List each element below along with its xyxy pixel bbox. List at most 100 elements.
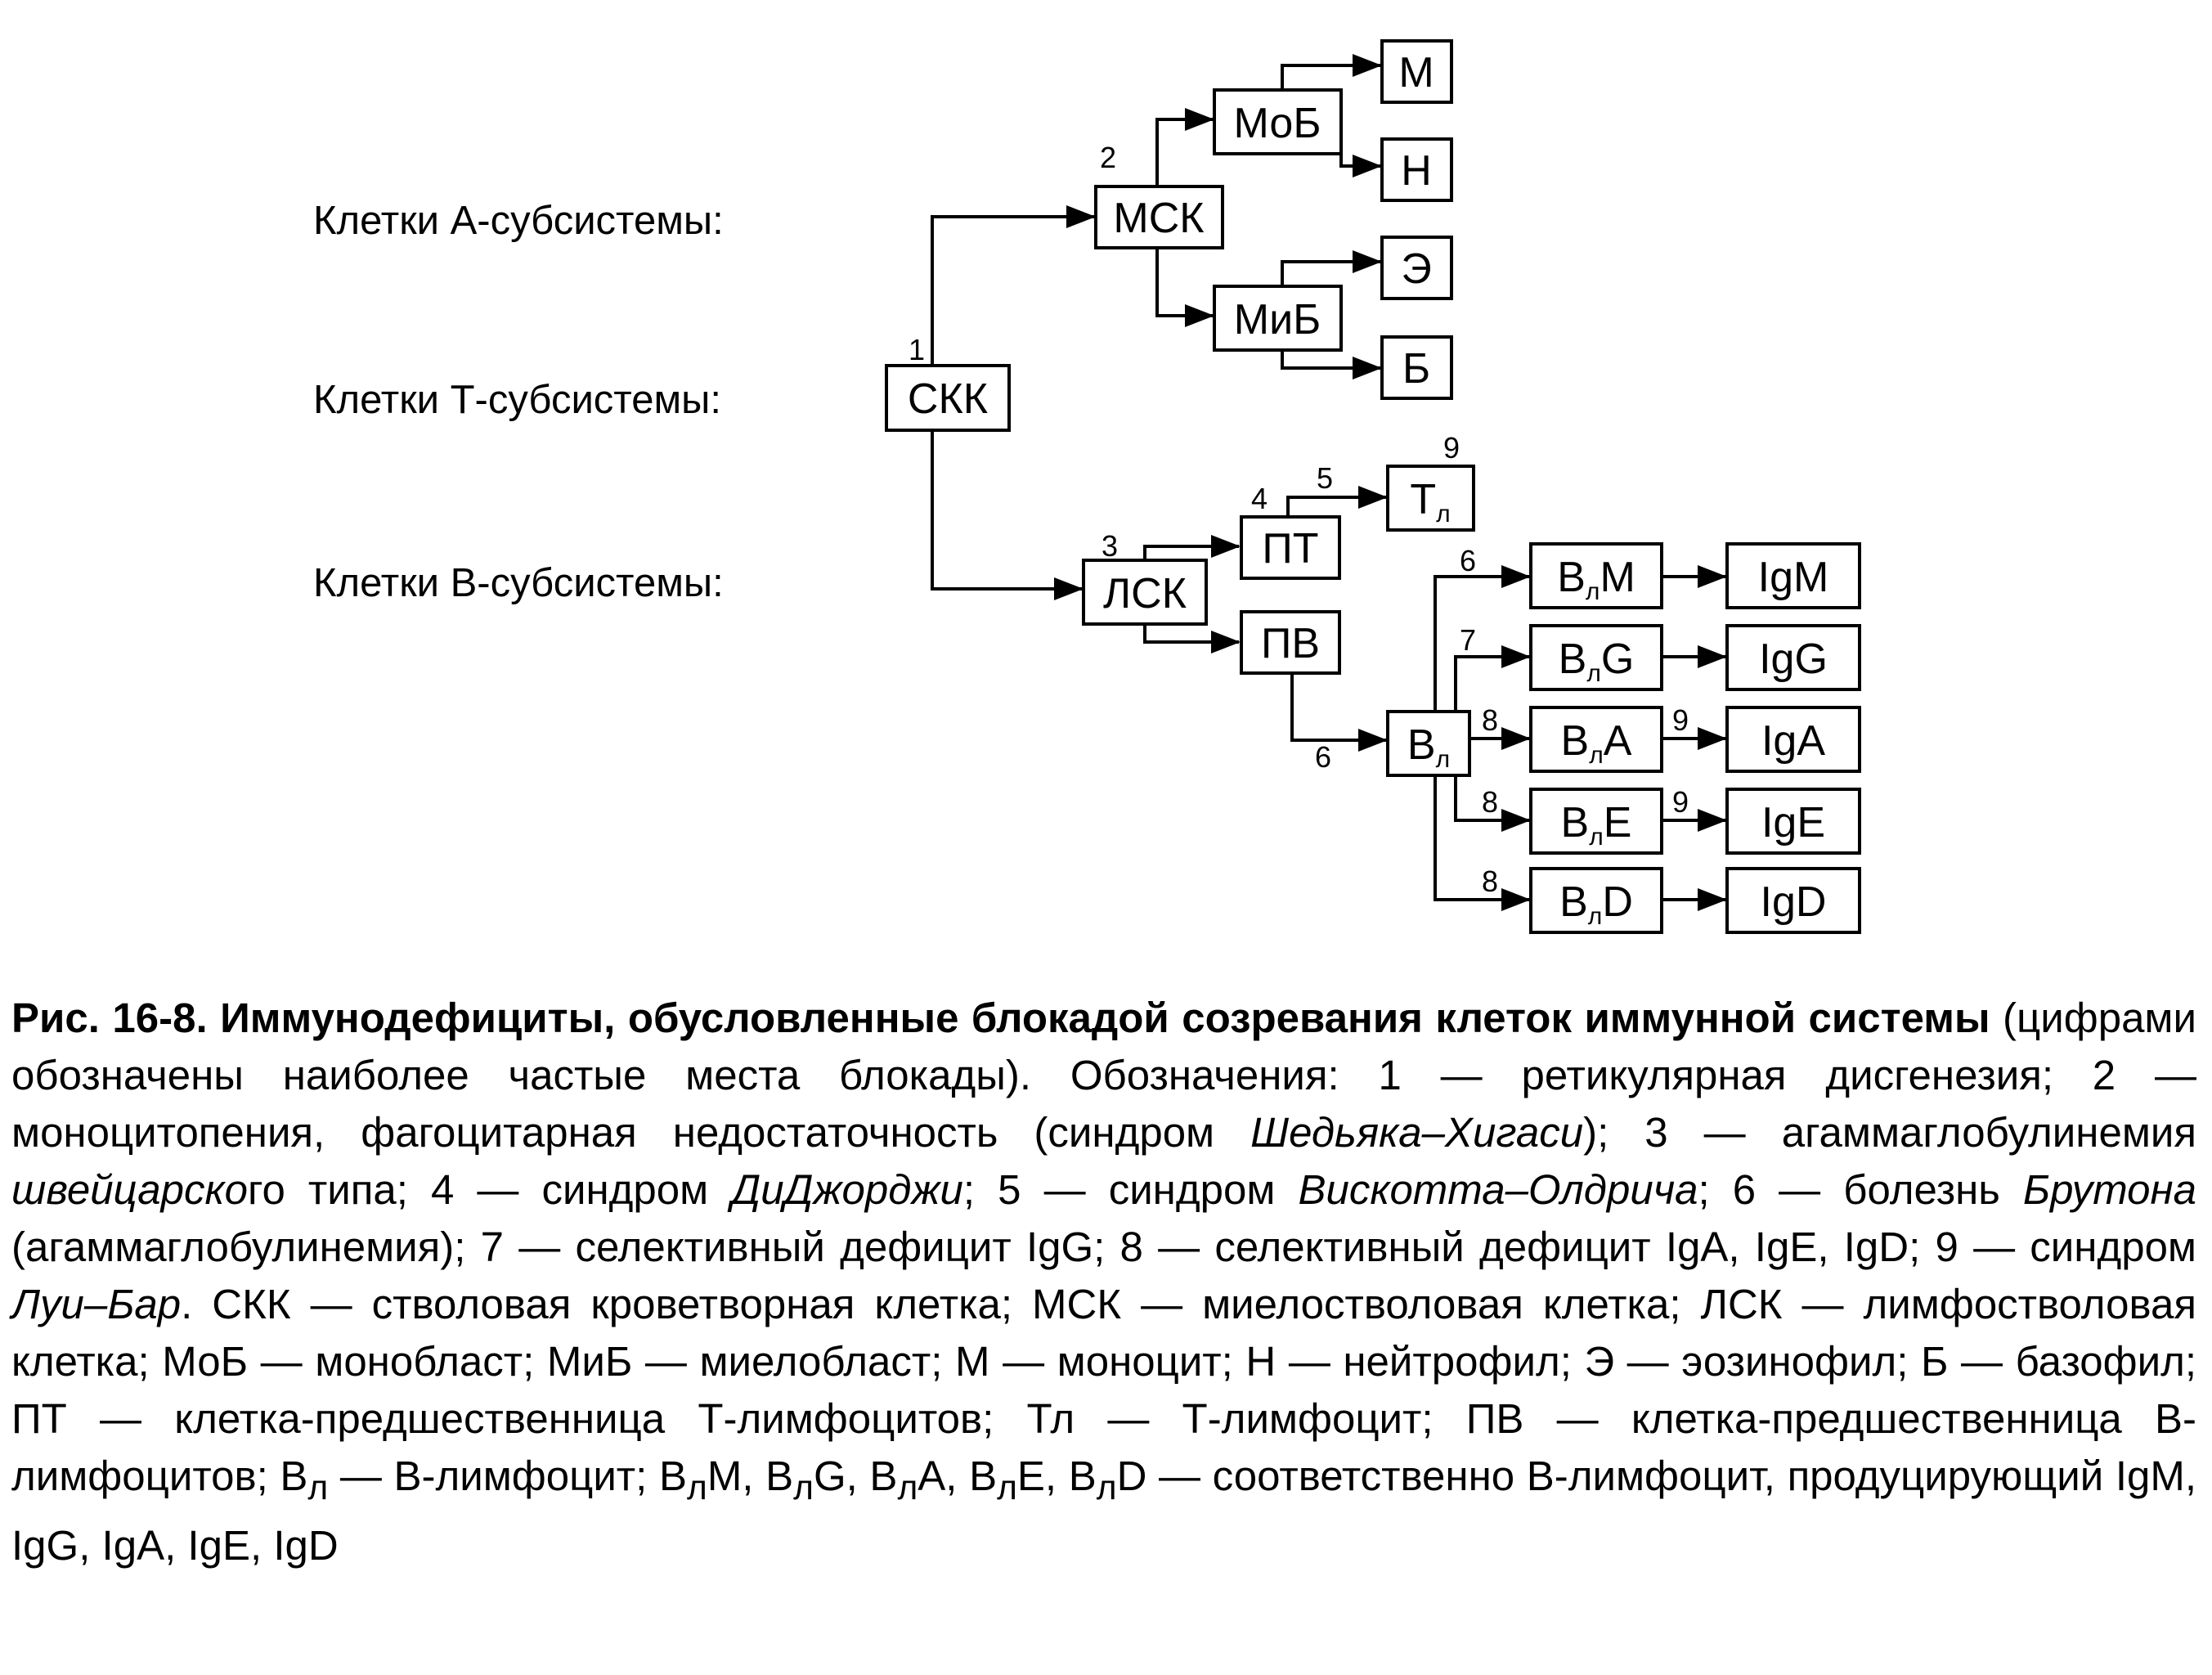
connector-skk-lsk	[931, 431, 1084, 600]
caption-subscript: л	[793, 1469, 814, 1508]
box-skk	[885, 364, 1011, 432]
node-bld: ВлD	[1559, 878, 1633, 930]
node-n: Н	[1401, 147, 1432, 195]
node-b: Б	[1402, 345, 1430, 393]
connector-pt-tl	[1286, 486, 1388, 517]
connector-bl-blg	[1454, 645, 1531, 716]
box-ige	[1725, 788, 1861, 855]
box-n	[1380, 137, 1453, 202]
caption-text: ; 5 — синдром	[962, 1166, 1299, 1213]
connector-lines	[931, 54, 1727, 911]
node-ige: IgE	[1761, 799, 1825, 846]
caption-text: (цифрами обозначены наиболее частые мест…	[11, 995, 2196, 1156]
caption-italic-syndrome: Брутона	[2022, 1166, 2196, 1213]
box-tl	[1386, 465, 1475, 532]
node-igg: IgG	[1759, 635, 1828, 683]
box-bld	[1529, 867, 1663, 934]
box-blm	[1529, 542, 1663, 609]
node-mib: МиБ	[1234, 296, 1321, 344]
caption-text: ); 3 — агаммаглобулинемия	[1583, 1109, 2196, 1156]
box-mob	[1213, 88, 1343, 155]
node-ble: ВлЕ	[1561, 799, 1632, 851]
block-number-8-d: 8	[1482, 864, 1498, 898]
connector-mob-m	[1281, 54, 1382, 95]
block-number-7: 7	[1460, 623, 1476, 657]
label-b-subsystem: Клетки В-субсистемы:	[313, 561, 724, 605]
connector-mib-e	[1281, 250, 1382, 286]
node-boxes	[885, 39, 1861, 934]
caption-subscript: л	[307, 1469, 329, 1508]
connector-skk-msk	[931, 205, 1096, 364]
node-bl: Вл	[1407, 721, 1450, 773]
caption-text: А, В	[918, 1453, 998, 1499]
connector-lsk-pv	[1143, 622, 1241, 653]
figure-title: Иммунодефициты, обусловленные блокадой с…	[220, 995, 1990, 1041]
box-iga	[1725, 706, 1861, 773]
node-lsk: ЛСК	[1103, 570, 1187, 617]
block-number-6-pv: 6	[1315, 740, 1331, 774]
connector-pv-bl	[1290, 672, 1388, 752]
block-number-5: 5	[1317, 461, 1333, 495]
block-numbers: 1 2 3 4 5 9 6 7 6 8 9 8 9 8	[909, 141, 1689, 898]
box-lsk	[1082, 559, 1208, 626]
caption-subscript: л	[997, 1469, 1017, 1508]
cell-maturation-diagram: СКК МСК МоБ МиБ М Н Э Б ЛСК ПТ ПВ Тл Вл …	[885, 39, 1861, 934]
node-igm: IgM	[1758, 554, 1829, 601]
block-number-9-tl: 9	[1443, 431, 1460, 465]
caption-text: ; 6 — болезнь	[1698, 1166, 2023, 1213]
connector-msk-mib	[1155, 248, 1214, 327]
connector-msk-mob	[1155, 108, 1214, 186]
node-tl: Тл	[1410, 476, 1450, 528]
node-pt: ПТ	[1262, 525, 1318, 573]
node-skk: СКК	[908, 375, 988, 423]
node-m: М	[1398, 49, 1434, 97]
box-mib	[1213, 285, 1343, 352]
node-iga: IgA	[1761, 717, 1825, 765]
caption-italic-syndrome: швейцарско	[11, 1166, 248, 1213]
box-bla	[1529, 706, 1663, 773]
node-e: Э	[1401, 245, 1431, 293]
block-number-9-a: 9	[1672, 703, 1689, 737]
node-labels: СКК МСК МоБ МиБ М Н Э Б ЛСК ПТ ПВ Тл Вл …	[908, 49, 1828, 930]
connector-bl-bld	[1434, 765, 1531, 911]
connector-mib-b	[1281, 344, 1382, 379]
block-number-9-e: 9	[1672, 785, 1689, 819]
box-pt	[1240, 515, 1341, 580]
box-msk	[1094, 185, 1224, 249]
connector-bl-blm	[1434, 565, 1531, 716]
box-m	[1380, 39, 1453, 104]
box-bl	[1386, 710, 1471, 777]
figure-caption: Рис. 16-8. Иммунодефициты, обусловленные…	[11, 990, 2196, 1574]
figure-number: Рис. 16-8.	[11, 995, 208, 1041]
caption-italic-syndrome: Вискотта–Олдрича	[1298, 1166, 1698, 1213]
caption-subscript: л	[897, 1469, 918, 1508]
block-number-8-e: 8	[1482, 785, 1498, 819]
box-igg	[1725, 624, 1861, 691]
caption-text: D — соответственно В-лимфоцит, продуциру…	[11, 1453, 2197, 1569]
block-number-1: 1	[909, 333, 925, 366]
caption-text: . СКК — стволовая кроветворная клетка; М…	[11, 1281, 2196, 1499]
caption-italic-syndrome: Луи–Бар	[11, 1281, 182, 1327]
box-e	[1380, 236, 1453, 300]
caption-text: G, В	[813, 1453, 898, 1499]
node-bla: ВлА	[1561, 717, 1632, 769]
node-igd: IgD	[1761, 878, 1827, 926]
caption-subscript: л	[687, 1469, 707, 1508]
caption-italic-syndrome: Шедьяка–Хигаси	[1250, 1109, 1584, 1156]
node-blm: ВлМ	[1557, 554, 1635, 605]
block-number-4: 4	[1251, 482, 1268, 515]
caption-italic-syndrome: ДиДжорджи	[731, 1166, 963, 1213]
caption-text: го типа; 4 — синдром	[247, 1166, 732, 1213]
caption-text: М, В	[707, 1453, 794, 1499]
box-ble	[1529, 788, 1663, 855]
caption-text: Е, В	[1016, 1453, 1097, 1499]
connector-bl-ble	[1454, 765, 1531, 832]
connector-mob-n	[1339, 146, 1382, 177]
caption-text: (агаммаглобулинемия); 7 — селективный де…	[11, 1224, 2196, 1270]
node-mob: МоБ	[1234, 100, 1321, 147]
caption-subscript: л	[1096, 1469, 1117, 1508]
label-a-subsystem: Клетки А-субсистемы:	[313, 199, 724, 243]
node-msk: МСК	[1113, 195, 1204, 242]
box-pv	[1240, 610, 1341, 675]
block-number-6-blm: 6	[1460, 544, 1476, 577]
